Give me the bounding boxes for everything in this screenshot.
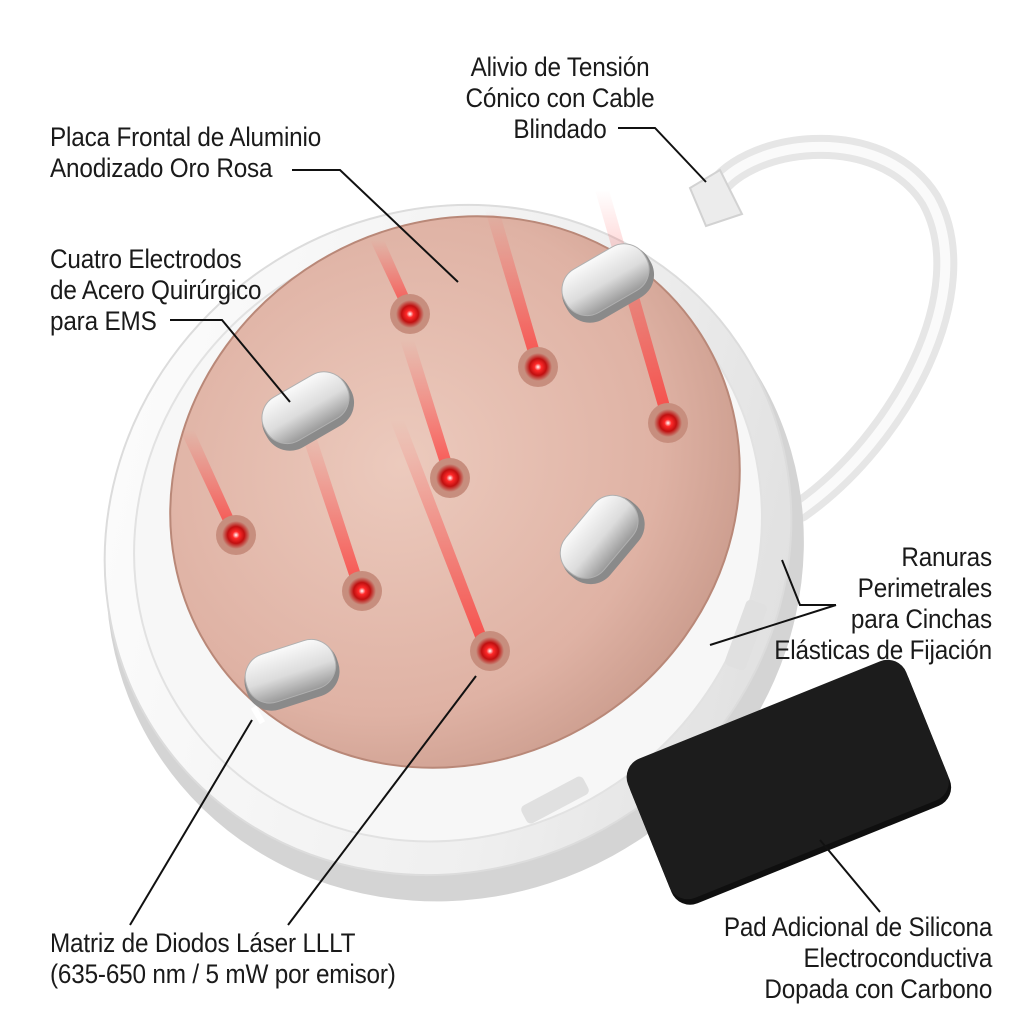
ems-electrodes xyxy=(244,243,655,711)
callout-line: Pad Adicional de Silicona xyxy=(723,912,993,942)
callout-laser-diodes: Matriz de Diodos Láser LLLT (635-650 nm … xyxy=(50,928,396,990)
callout-line: de Acero Quirúrgico xyxy=(50,275,262,305)
callout-line: para EMS xyxy=(50,306,157,336)
leader-slots-1 xyxy=(781,559,836,606)
leader-faceplate xyxy=(292,169,459,283)
callout-line: Placa Frontal de Aluminio xyxy=(50,122,322,152)
callout-line: (635-650 nm / 5 mW por emisor) xyxy=(50,959,396,989)
laser-diode xyxy=(470,631,510,671)
electrode xyxy=(261,371,355,451)
leader-lines xyxy=(129,127,881,926)
laser-diode-array xyxy=(216,294,688,671)
laser-diode xyxy=(390,294,430,334)
carbon-silicone-pad xyxy=(626,659,952,905)
strap-slot xyxy=(725,599,767,671)
laser-diode xyxy=(216,515,256,555)
callout-line: Electroconductiva xyxy=(803,943,992,973)
laser-diode xyxy=(648,403,688,443)
callout-line: Anodizado Oro Rosa xyxy=(50,153,273,183)
leader-diodes-b xyxy=(287,675,477,926)
callout-line: Matriz de Diodos Láser LLLT xyxy=(50,928,356,958)
leader-strain-relief xyxy=(618,127,707,183)
callout-line: Perimetrales xyxy=(857,573,992,603)
callout-line: Ranuras xyxy=(901,542,992,572)
laser-diode xyxy=(430,458,470,498)
leader-electrodes xyxy=(170,319,291,403)
callout-line: Cónico con Cable xyxy=(465,83,655,113)
callout-line: Alivio de Tensión xyxy=(470,52,650,82)
leader-diodes-a xyxy=(129,719,253,926)
electrode xyxy=(561,243,655,323)
leader-pad xyxy=(819,839,881,913)
leader-slots-2 xyxy=(709,604,837,646)
callout-line: Elásticas de Fijación xyxy=(774,635,992,665)
electrode xyxy=(244,638,340,711)
callout-faceplate: Placa Frontal de Aluminio Anodizado Oro … xyxy=(50,122,321,184)
callout-line: Cuatro Electrodos xyxy=(50,244,242,274)
callout-line: Dopada con Carbono xyxy=(764,974,992,1004)
callout-strap-slots: Ranuras Perimetrales para Cinchas Elásti… xyxy=(774,542,992,666)
electrode xyxy=(559,494,645,585)
callout-line: para Cinchas xyxy=(850,604,992,634)
callout-line: Blindado xyxy=(513,114,607,144)
laser-diode xyxy=(342,571,382,611)
strain-relief xyxy=(688,168,744,228)
callout-strain-relief: Alivio de Tensión Cónico con Cable Blind… xyxy=(443,52,677,145)
strap-slot xyxy=(521,776,589,824)
callout-silicone-pad: Pad Adicional de Silicona Electroconduct… xyxy=(723,912,993,1005)
laser-diode xyxy=(518,347,558,387)
callout-electrodes: Cuatro Electrodos de Acero Quirúrgico pa… xyxy=(50,244,262,337)
